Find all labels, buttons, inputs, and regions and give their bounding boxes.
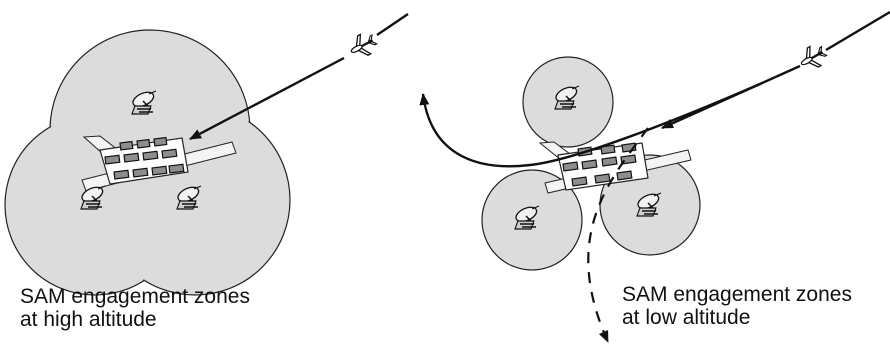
aircraft-shelter <box>104 154 121 165</box>
aircraft-shelter <box>119 140 134 151</box>
engagement-zone-southwest <box>481 169 583 271</box>
aircraft-shelter <box>151 165 168 176</box>
airbase-low <box>538 141 692 194</box>
aircraft-shelter <box>161 148 178 159</box>
aircraft-shelter <box>132 167 149 178</box>
caption-line-2: at high altitude <box>20 308 157 331</box>
airbase-high <box>81 135 237 192</box>
aircraft-shelter <box>600 144 616 155</box>
aircraft-shelter <box>123 152 140 163</box>
caption-high-altitude: SAM engagement zones at high altitude <box>20 285 250 331</box>
low-altitude-flight-paths <box>419 10 890 343</box>
aircraft-shelter <box>153 136 168 147</box>
aircraft-shelter <box>562 161 579 172</box>
jet-aircraft-icon <box>345 28 381 63</box>
high-altitude-flight-path <box>189 13 409 141</box>
caption-line-2: at low altitude <box>622 306 751 329</box>
aircraft-shelter <box>136 138 151 149</box>
aircraft-shelter <box>142 150 159 161</box>
aircraft-shelter <box>168 163 185 174</box>
caption-low-altitude: SAM engagement zones at low altitude <box>622 283 852 329</box>
low-altitude-scenario <box>419 10 890 343</box>
aircraft-shelter <box>601 156 618 167</box>
aircraft-shelter <box>571 176 588 187</box>
aircraft-shelter <box>594 173 611 184</box>
high-altitude-scenario <box>4 13 409 296</box>
jet-aircraft-icon <box>795 40 831 75</box>
aircraft-shelter <box>113 169 130 180</box>
caption-line-1: SAM engagement zones <box>622 283 852 306</box>
caption-line-1: SAM engagement zones <box>20 285 250 308</box>
aircraft-shelter <box>581 159 598 170</box>
hardened-shelters <box>104 136 185 180</box>
aircraft-shelter <box>616 170 633 181</box>
